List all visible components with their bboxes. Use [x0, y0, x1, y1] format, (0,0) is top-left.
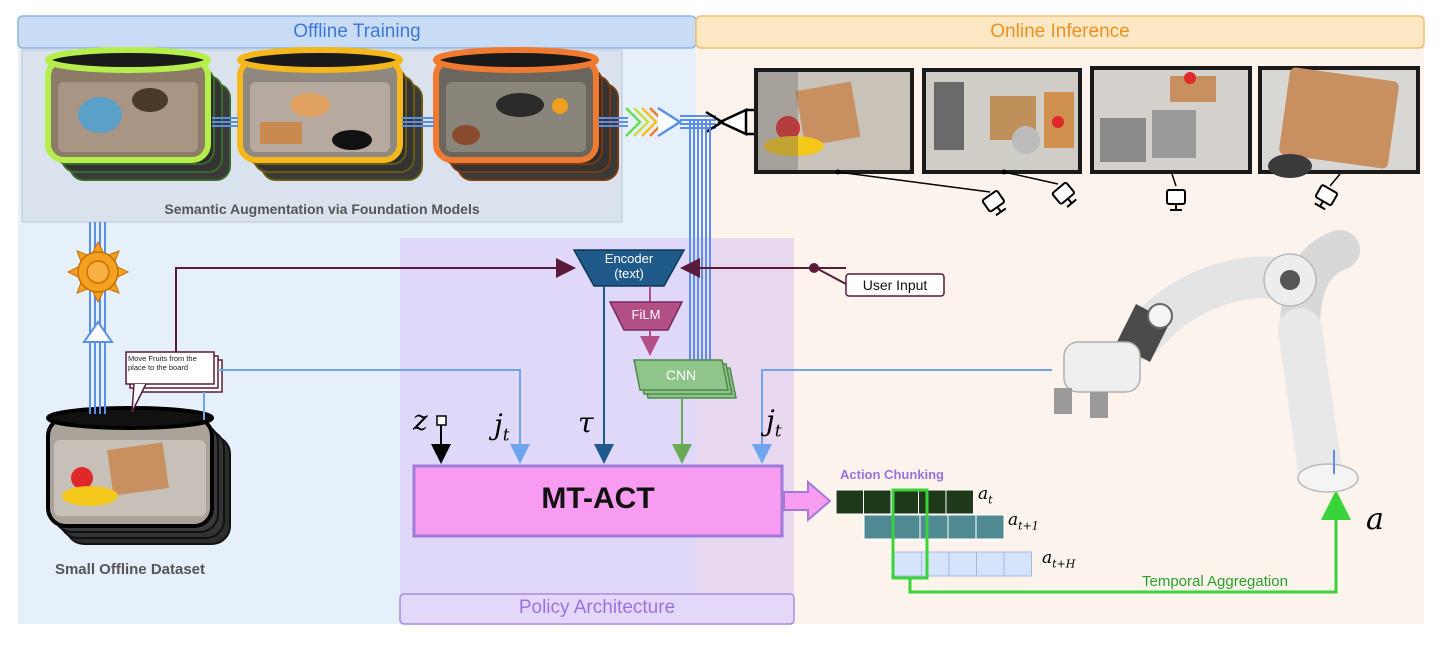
robot-arm-image	[1054, 230, 1360, 493]
j-symbol-left-main: j	[494, 408, 503, 441]
z-symbol: z	[413, 404, 428, 437]
mt-act-label: MT-ACT	[541, 482, 655, 515]
j-symbol-right: jt	[766, 404, 782, 442]
camera-image-3	[1090, 66, 1252, 174]
a-t-main: a	[978, 484, 989, 504]
camera-wires	[837, 171, 1341, 193]
up-arrow-icon	[82, 320, 114, 343]
user-input-label: User Input	[862, 277, 928, 293]
camera-image-1	[754, 68, 914, 174]
a-tH-sub: t+H	[1052, 557, 1076, 571]
camera-icons	[981, 181, 1339, 217]
policy-architecture-title: Policy Architecture	[518, 597, 676, 618]
user-input-box	[845, 273, 945, 297]
j-symbol-right-main: j	[766, 404, 775, 437]
camera-merge-icon	[705, 108, 754, 136]
a-tH-main: a	[1042, 548, 1053, 568]
action-chunk-row-t1	[863, 514, 1005, 540]
j-symbol-left-sub: t	[502, 425, 510, 446]
joint-state-lines	[203, 369, 1052, 464]
semantic-augmentation-label: Semantic Augmentation via Foundation Mod…	[164, 201, 480, 217]
augmented-dataset-1	[45, 47, 231, 181]
film-block	[608, 301, 684, 331]
temporal-aggregation-line	[908, 490, 1351, 594]
cnn-label: CNN	[665, 367, 697, 383]
a-t1-label: at+1	[1008, 510, 1039, 532]
mt-act-block	[412, 464, 784, 538]
speech-bubble-text: Move Fruits from the place to the board	[128, 354, 197, 372]
encoder-label-line2: (text)	[614, 266, 644, 281]
camera-image-4	[1258, 66, 1420, 178]
policy-footer	[399, 593, 795, 625]
small-offline-dataset-label: Small Offline Dataset	[54, 561, 206, 578]
action-output-symbol: a	[1366, 502, 1384, 537]
action-chunk-row-t	[835, 489, 974, 515]
j-symbol-right-sub: t	[774, 421, 782, 442]
camera-image-2	[922, 68, 1082, 174]
action-chunk-row-tH	[893, 551, 1032, 577]
temporal-aggregation-label: Temporal Aggregation	[1142, 573, 1288, 590]
j-symbol-left: jt	[494, 408, 510, 446]
action-chunking-label: Action Chunking	[840, 467, 944, 482]
a-t-sub: t	[988, 493, 993, 507]
a-tH-label: at+H	[1042, 548, 1075, 570]
online-inference-title: Online Inference	[990, 21, 1130, 42]
image-bus	[689, 120, 711, 362]
sun-icon	[66, 240, 130, 304]
augmented-dataset-2	[237, 47, 423, 181]
encoder-block	[572, 249, 686, 287]
augmented-dataset-3	[433, 47, 619, 181]
a-t1-main: a	[1008, 510, 1019, 530]
mt-act-output-arrow	[783, 479, 832, 523]
cnn-block	[633, 359, 737, 399]
encoder-label: Encoder (text)	[574, 251, 684, 281]
small-offline-dataset	[46, 406, 231, 545]
film-label: FiLM	[631, 307, 661, 322]
encoder-label-line1: Encoder	[604, 251, 654, 266]
tau-symbol: τ	[578, 406, 594, 439]
online-header	[695, 15, 1425, 49]
offline-training-title: Offline Training	[293, 21, 421, 42]
a-t1-sub: t+1	[1018, 519, 1039, 533]
rainbow-merge-arrow	[625, 106, 683, 138]
a-t-label: at	[978, 484, 993, 506]
speech-bubble	[125, 351, 223, 413]
